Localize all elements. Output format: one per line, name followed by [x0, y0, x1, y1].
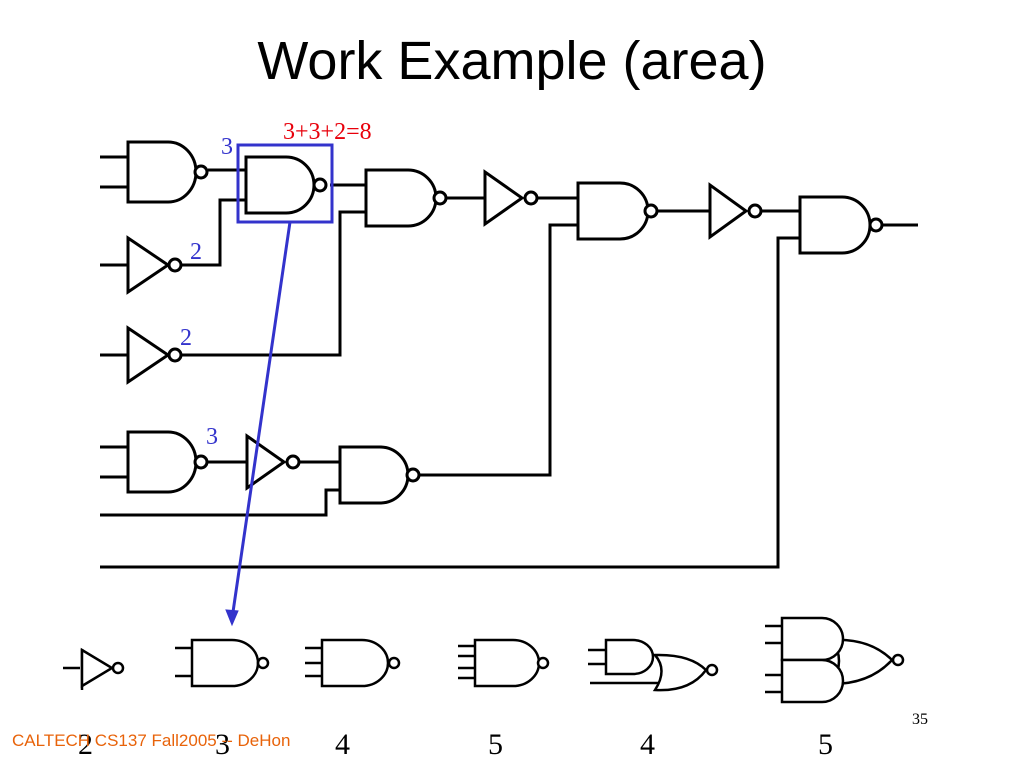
library-cost-aoi22: 5 [818, 728, 833, 761]
inverter-1 [126, 235, 183, 295]
slide-footer: CALTECH CS137 Fall2005 -- DeHon [12, 731, 291, 750]
library-inverter [63, 647, 125, 690]
area-sum-label: 3+3+2=8 [283, 119, 372, 145]
page-number: 35 [912, 711, 928, 728]
cost-label-inverter-1: 2 [190, 239, 202, 265]
nand-gate-g [798, 195, 884, 255]
nand-gate-f [338, 445, 421, 505]
cost-label-nand-e: 3 [206, 424, 218, 450]
library-cost-inverter: 2 [78, 728, 93, 761]
inverter-4 [708, 182, 763, 240]
mapping-arrow [225, 221, 292, 627]
library-cost-nand4: 5 [488, 728, 503, 761]
nand-gate-a [126, 140, 209, 204]
nand-gate-b [244, 155, 328, 215]
cost-label-inverter-2: 2 [180, 325, 192, 351]
library-nand2 [175, 638, 270, 688]
library-cost-and-or-invert: 4 [640, 728, 655, 761]
library-nand4 [458, 638, 550, 688]
library-nand3 [305, 638, 401, 688]
nand-gate-c [364, 168, 448, 228]
inverter-3 [483, 169, 539, 227]
nand-gate-e [126, 430, 209, 494]
highlight-box [236, 143, 334, 224]
nand-gate-d [576, 181, 659, 241]
cost-label-nand-a: 3 [221, 134, 233, 160]
library-cost-nand3: 4 [335, 728, 350, 761]
library-and-or-invert-gate [588, 638, 719, 692]
slide-title: Work Example (area) [257, 31, 767, 91]
circuit-wires [100, 155, 918, 569]
inverter-2 [126, 325, 183, 385]
library-aoi22-gate [765, 616, 905, 704]
library-cost-nand2: 3 [215, 728, 230, 761]
